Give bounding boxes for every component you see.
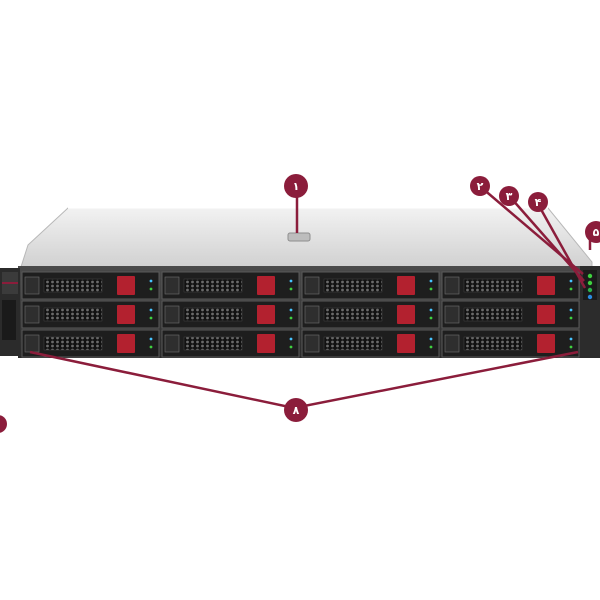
drive-bay[interactable] <box>301 271 440 300</box>
drive-latch[interactable] <box>397 276 415 295</box>
callout-8: ۸ <box>284 398 308 422</box>
drive-bay[interactable] <box>21 300 160 329</box>
drive-bay[interactable] <box>21 329 160 358</box>
drive-bay[interactable] <box>441 300 580 329</box>
callout-2: ۲ <box>470 176 490 196</box>
drive-latch[interactable] <box>537 305 555 324</box>
callout-4: ۴ <box>528 192 548 212</box>
drive-latch[interactable] <box>257 276 275 295</box>
health-led-icon <box>587 280 593 286</box>
svg-text:۴: ۴ <box>535 196 542 209</box>
drive-latch[interactable] <box>397 305 415 324</box>
drive-bay[interactable] <box>161 300 300 329</box>
svg-text:۱: ۱ <box>293 180 300 193</box>
drive-latch[interactable] <box>117 305 135 324</box>
callout-partial-left <box>0 415 7 433</box>
drive-latch[interactable] <box>257 334 275 353</box>
drive-bay[interactable] <box>161 271 300 300</box>
drive-latch[interactable] <box>537 334 555 353</box>
drive-bay[interactable] <box>301 329 440 358</box>
drive-latch[interactable] <box>117 334 135 353</box>
drive-bay[interactable] <box>441 271 580 300</box>
drive-bay[interactable] <box>161 329 300 358</box>
svg-text:۵: ۵ <box>593 226 600 239</box>
drive-bay-grid <box>21 271 580 358</box>
right-control-panel <box>580 266 600 358</box>
lid-latch <box>287 232 311 242</box>
nic-led-icon <box>587 287 593 293</box>
svg-text:۳: ۳ <box>506 190 513 203</box>
svg-text:۲: ۲ <box>477 180 484 193</box>
drive-bay[interactable] <box>301 300 440 329</box>
callout-1: ۱ <box>284 174 308 198</box>
drive-bay[interactable] <box>21 271 160 300</box>
drive-latch[interactable] <box>257 305 275 324</box>
drive-latch[interactable] <box>117 276 135 295</box>
drive-latch[interactable] <box>537 276 555 295</box>
drive-latch[interactable] <box>397 334 415 353</box>
left-rack-ear <box>0 268 20 356</box>
power-button-icon <box>587 273 593 279</box>
callout-3: ۳ <box>499 186 519 206</box>
svg-text:۸: ۸ <box>293 404 300 417</box>
uid-button-icon <box>587 294 593 300</box>
drive-bay[interactable] <box>441 329 580 358</box>
callout-5: ۵ <box>585 221 600 243</box>
